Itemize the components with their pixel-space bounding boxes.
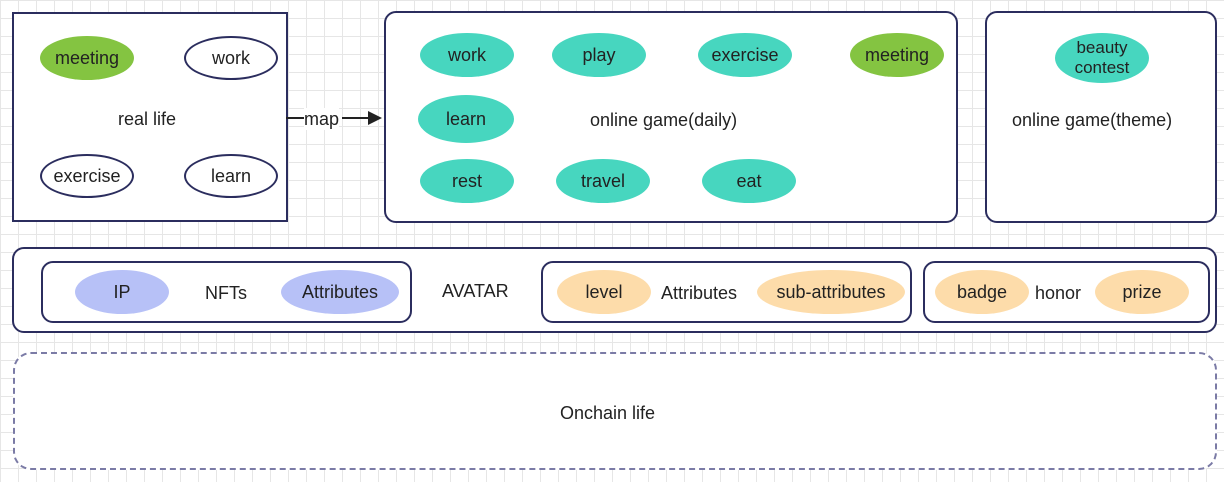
daily-travel-node: travel: [556, 159, 650, 203]
theme-beauty-contest-node: beauty contest: [1055, 33, 1149, 83]
real-life-work-node: work: [184, 36, 278, 80]
online-game-daily-box: work play exercise meeting learn online …: [384, 11, 958, 223]
daily-exercise-node: exercise: [698, 33, 792, 77]
online-game-daily-label: online game(daily): [590, 110, 738, 130]
daily-play-node: play: [552, 33, 646, 77]
daily-work-node: work: [420, 33, 514, 77]
nft-ip-node: IP: [75, 270, 169, 314]
real-life-box: meeting work real life exercise learn: [12, 12, 288, 222]
online-game-theme-box: beauty contest online game(theme): [985, 11, 1217, 223]
online-game-theme-label: online game(theme): [1012, 110, 1173, 130]
sub-attributes-node: sub-attributes: [757, 270, 905, 314]
nfts-label: NFTs: [205, 283, 247, 303]
nft-attributes-node: Attributes: [281, 270, 399, 314]
daily-meeting-node: meeting: [850, 33, 944, 77]
map-arrow: [286, 111, 382, 125]
beauty-contest-line1: beauty: [1076, 38, 1128, 57]
nfts-group: IP NFTs Attributes: [41, 261, 412, 323]
real-life-meeting-node: meeting: [40, 36, 134, 80]
onchain-life-box: Onchain life: [13, 352, 1217, 470]
onchain-life-label: Onchain life: [560, 403, 656, 423]
daily-rest-node: rest: [420, 159, 514, 203]
real-life-label: real life: [118, 109, 177, 129]
honor-label: honor: [1035, 283, 1082, 303]
honor-group: badge honor prize: [923, 261, 1210, 323]
avatar-label: AVATAR: [442, 281, 509, 301]
attributes-label: Attributes: [661, 283, 738, 303]
level-node: level: [557, 270, 651, 314]
avatar-box: IP NFTs Attributes AVATAR level Attribut…: [12, 247, 1217, 333]
attributes-group: level Attributes sub-attributes: [541, 261, 912, 323]
map-label: map: [304, 108, 340, 130]
beauty-contest-line2: contest: [1074, 58, 1130, 77]
badge-node: badge: [935, 270, 1029, 314]
prize-node: prize: [1095, 270, 1189, 314]
daily-learn-node: learn: [418, 95, 514, 143]
real-life-learn-node: learn: [184, 154, 278, 198]
real-life-exercise-node: exercise: [40, 154, 134, 198]
daily-eat-node: eat: [702, 159, 796, 203]
